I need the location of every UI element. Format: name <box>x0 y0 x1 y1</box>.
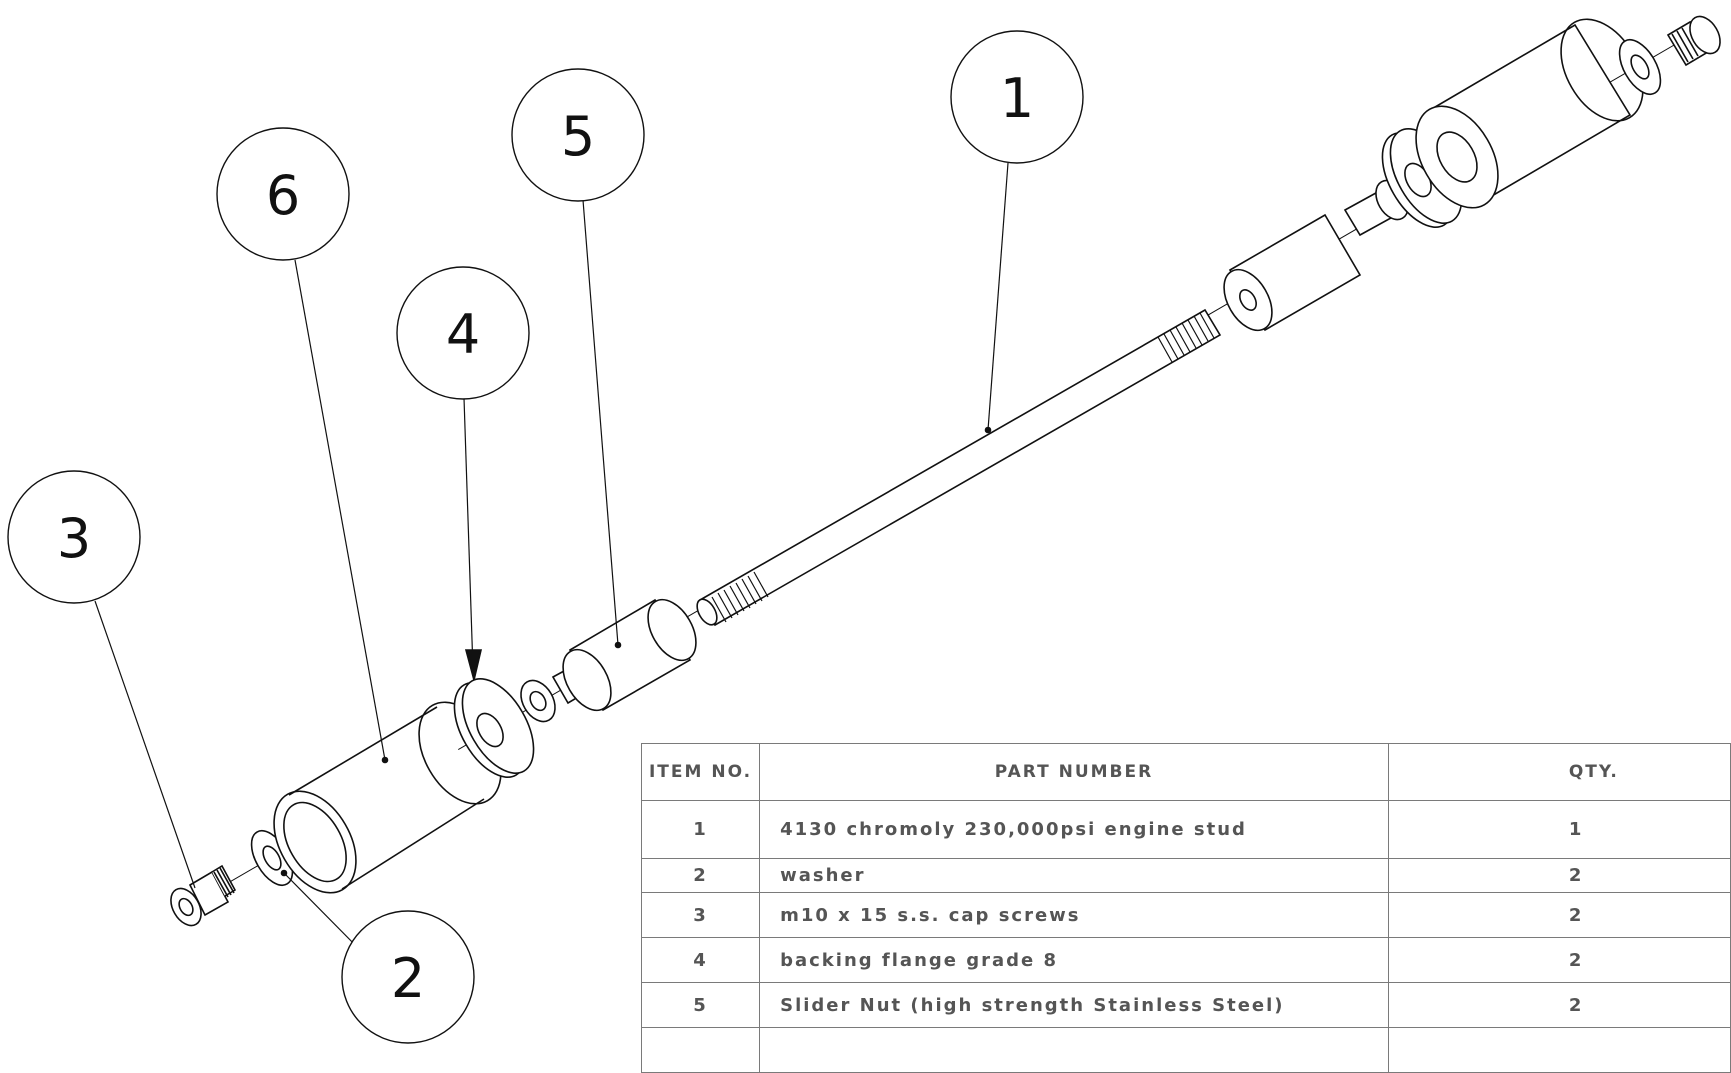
leader-4 <box>463 397 474 671</box>
leader-2 <box>283 872 366 956</box>
balloon-3: 3 <box>7 470 141 604</box>
slider-nut-right <box>1223 179 1409 332</box>
bill-of-materials-table: ITEM NO. PART NUMBER QTY. 1 4130 chromol… <box>640 743 1731 1073</box>
svg-text:6: 6 <box>266 164 300 227</box>
balloon-4: 4 <box>396 266 530 400</box>
engine-stud <box>696 308 1222 627</box>
svg-text:4: 4 <box>446 303 480 366</box>
svg-text:3: 3 <box>57 507 91 570</box>
header-qty: QTY. <box>1387 743 1731 801</box>
table-row <box>640 1027 1731 1073</box>
leader-3 <box>94 600 196 889</box>
part-cell: backing flange grade 8 <box>759 937 1389 983</box>
balloon-6: 6 <box>216 127 350 261</box>
part-cell: washer <box>759 858 1389 893</box>
balloon-1: 1 <box>950 30 1084 164</box>
part-cell: m10 x 15 s.s. cap screws <box>759 892 1389 938</box>
item-cell: 3 <box>640 892 761 938</box>
sleeve-left <box>273 701 502 894</box>
qty-cell: 2 <box>1387 982 1731 1028</box>
qty-cell: 2 <box>1387 892 1731 938</box>
qty-cell <box>1387 1027 1731 1073</box>
sleeve-right <box>1415 18 1644 209</box>
header-item-no: ITEM NO. <box>640 743 761 801</box>
hex-nut-left <box>520 679 556 723</box>
leader-6 <box>294 259 386 761</box>
table-row: 4 backing flange grade 8 2 <box>640 937 1731 983</box>
backing-flange-left <box>453 678 535 778</box>
part-cell: 4130 chromoly 230,000psi engine stud <box>759 800 1389 859</box>
leader-4-arrowhead <box>464 649 483 681</box>
item-cell: 1 <box>640 800 761 859</box>
svg-text:2: 2 <box>391 947 425 1010</box>
item-cell: 2 <box>640 858 761 893</box>
qty-cell: 2 <box>1387 858 1731 893</box>
cap-screw-right <box>1666 15 1721 67</box>
table-row: 5 Slider Nut (high strength Stainless St… <box>640 982 1731 1028</box>
table-row: 1 4130 chromoly 230,000psi engine stud 1 <box>640 800 1731 859</box>
qty-cell: 1 <box>1387 800 1731 859</box>
part-cell: Slider Nut (high strength Stainless Stee… <box>759 982 1389 1028</box>
washer-right <box>1618 39 1662 95</box>
balloon-2: 2 <box>341 910 475 1044</box>
cap-screw-left <box>170 864 237 927</box>
item-cell: 5 <box>640 982 761 1028</box>
leader-5 <box>582 199 619 646</box>
bom-header-row: ITEM NO. PART NUMBER QTY. <box>640 743 1731 801</box>
balloon-5: 5 <box>511 68 645 202</box>
leader-1 <box>987 162 1009 431</box>
header-part-number: PART NUMBER <box>759 743 1389 801</box>
qty-cell: 2 <box>1387 937 1731 983</box>
svg-text:1: 1 <box>1000 67 1034 130</box>
item-cell <box>640 1027 761 1073</box>
slider-nut-left <box>551 598 697 712</box>
exploded-assembly-drawing: 1 2 3 4 5 6 <box>7 15 1721 1044</box>
item-cell: 4 <box>640 937 761 983</box>
table-row: 3 m10 x 15 s.s. cap screws 2 <box>640 892 1731 938</box>
table-row: 2 washer 2 <box>640 858 1731 893</box>
svg-text:5: 5 <box>561 105 595 168</box>
part-cell <box>759 1027 1389 1073</box>
